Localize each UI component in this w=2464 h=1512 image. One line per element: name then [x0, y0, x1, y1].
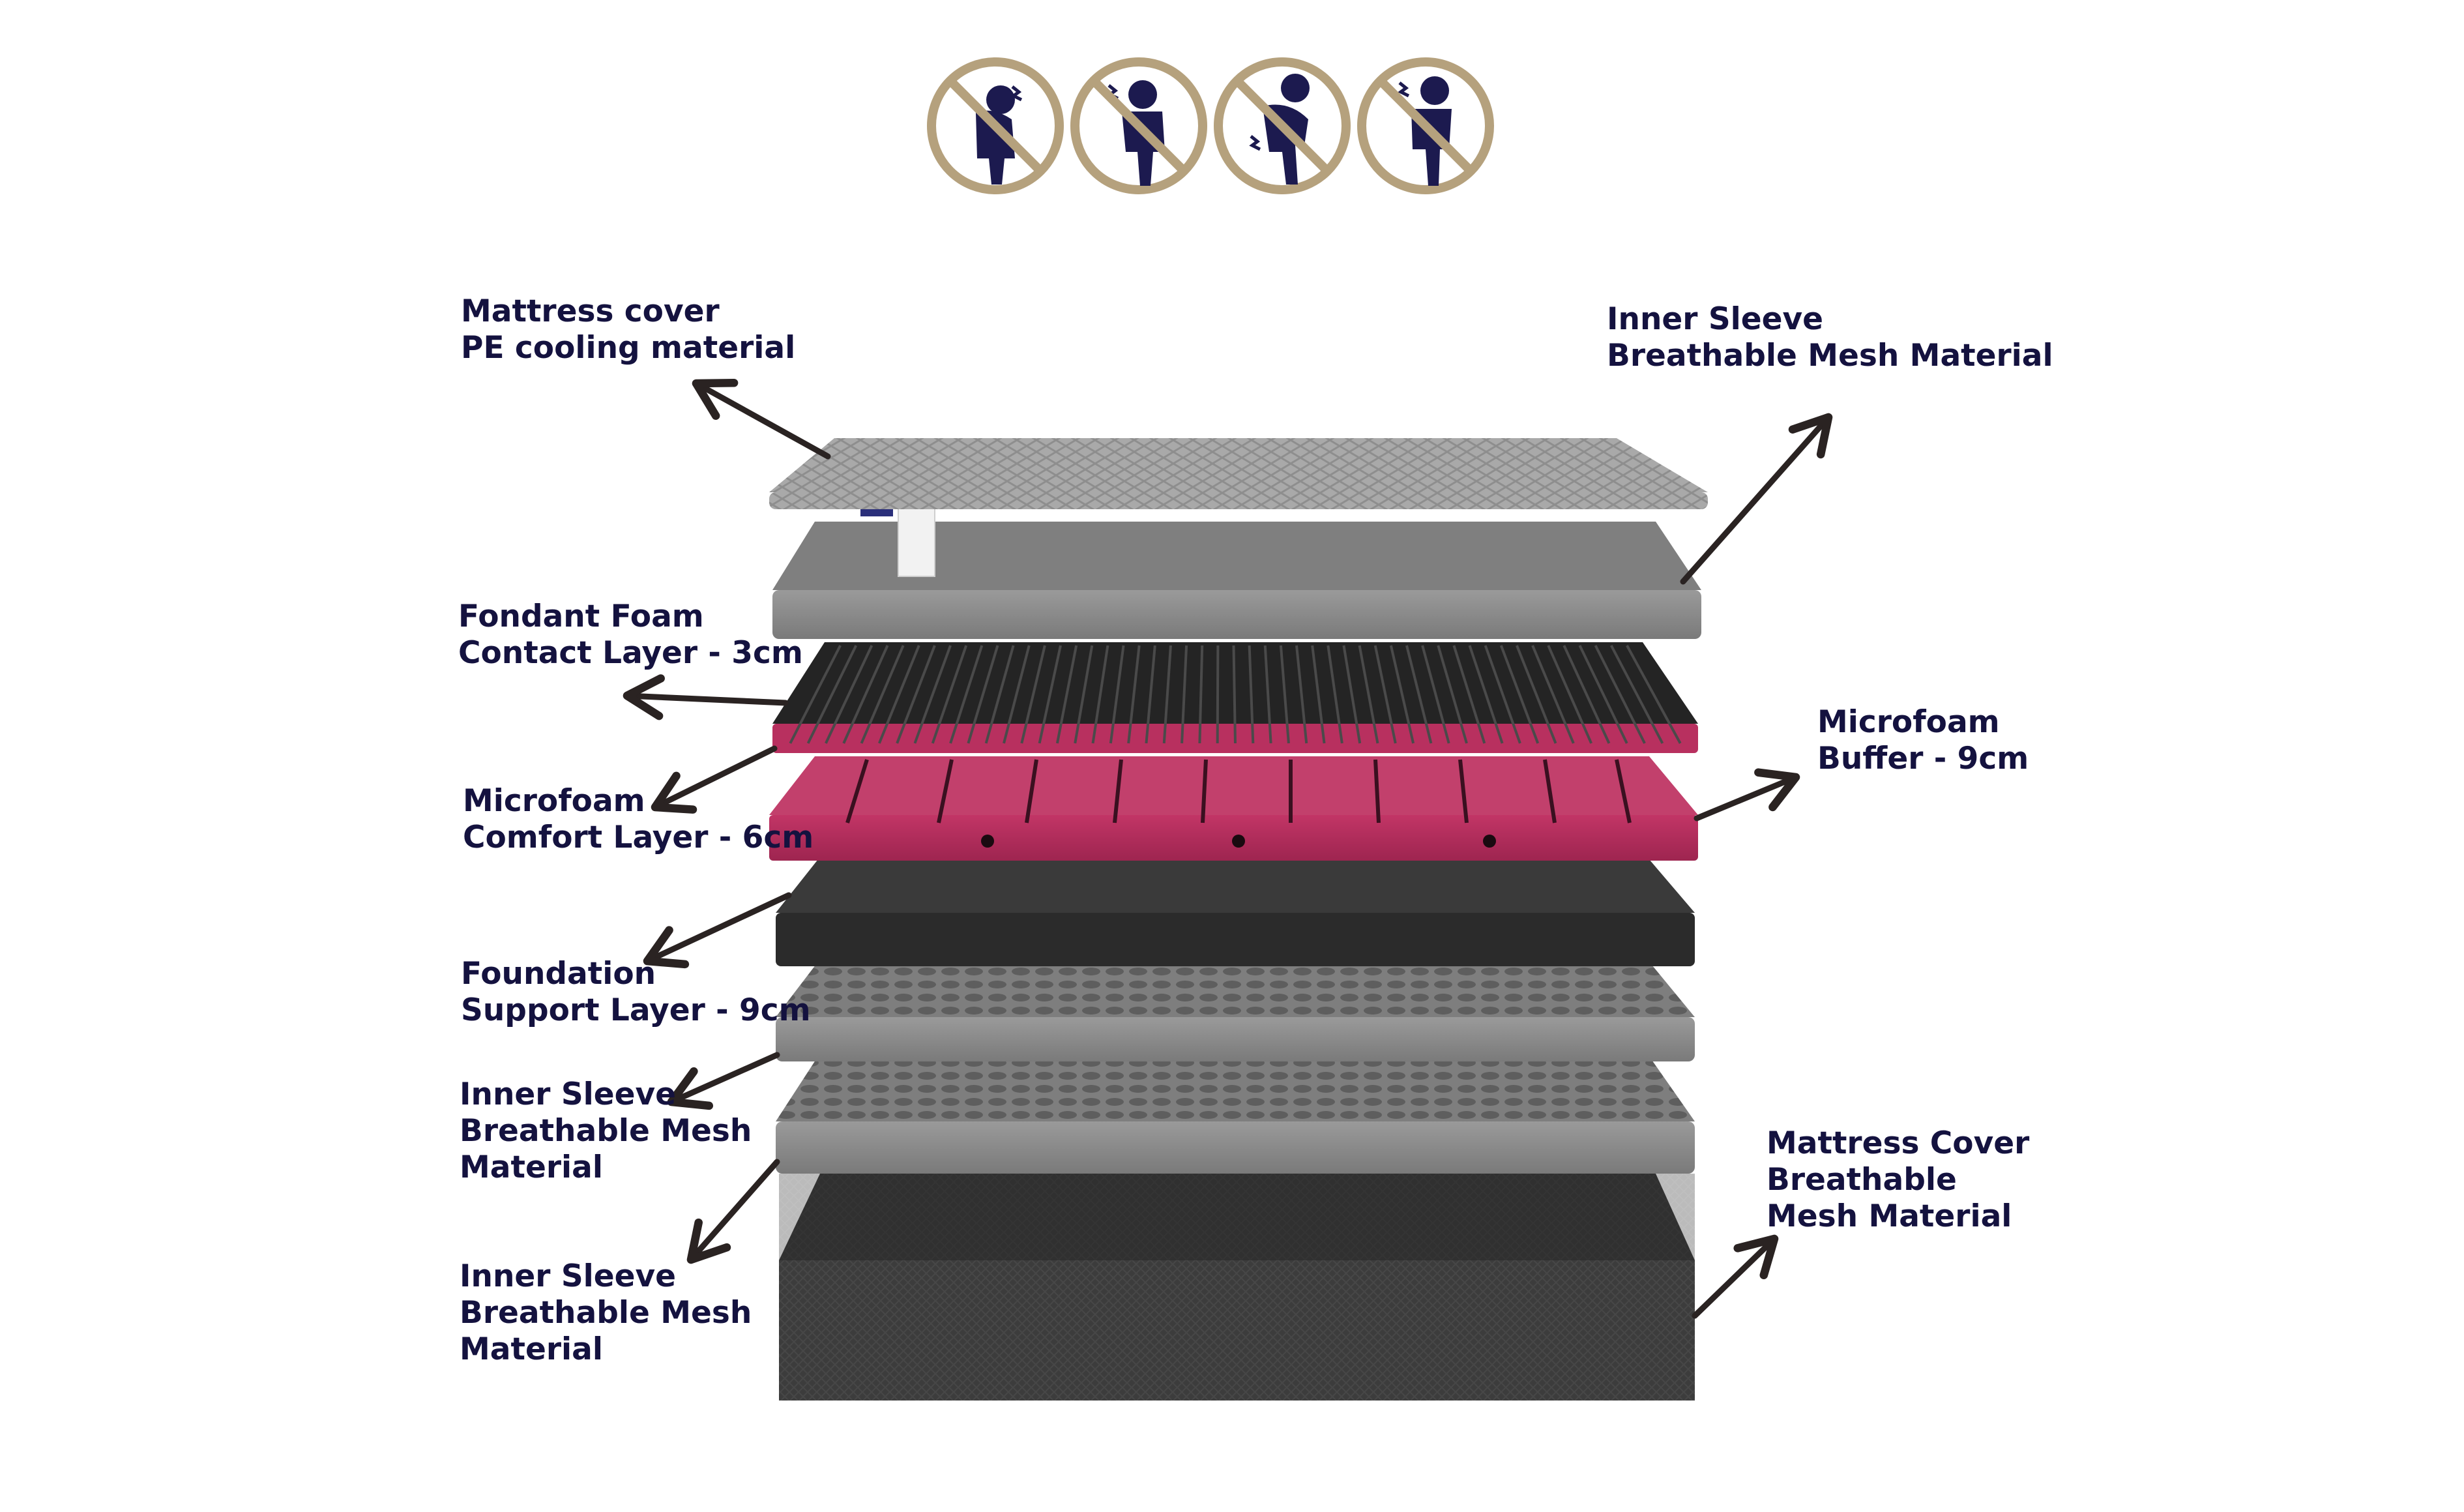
- foam-rib: [1389, 645, 1415, 744]
- arrow-microfoam-comfort: [651, 745, 778, 814]
- foam-rib: [1091, 645, 1109, 744]
- foam-rib: [1003, 645, 1031, 744]
- foam-rib: [1373, 645, 1397, 744]
- arrow-foundation: [643, 892, 792, 969]
- foam-rib: [1531, 645, 1575, 744]
- foam-rib: [825, 645, 873, 744]
- foam-rib: [1198, 645, 1204, 744]
- foam-rib: [1074, 645, 1094, 744]
- foam-rib: [1516, 645, 1557, 744]
- foam-rib: [1342, 645, 1362, 744]
- foam-rib: [967, 645, 999, 744]
- foam-rib: [1248, 645, 1255, 744]
- foundation-support-layer: [776, 859, 1695, 966]
- foam-rib: [1358, 645, 1379, 744]
- foam-rib: [1162, 645, 1172, 744]
- fondant-foam-contact-layer: [772, 642, 1698, 753]
- foam-rib: [860, 645, 905, 744]
- foam-rib: [1020, 645, 1046, 744]
- foam-rib: [1626, 645, 1682, 744]
- foam-rib: [1405, 645, 1433, 744]
- no-back-pain-icon: [1214, 57, 1351, 194]
- foam-rib: [1145, 645, 1156, 744]
- foam-rib: [1232, 645, 1237, 744]
- foam-rib: [984, 645, 1015, 744]
- foam-rib: [1547, 645, 1592, 744]
- arrow-cover-bottom: [1692, 1234, 1779, 1319]
- foam-rib: [1109, 645, 1125, 744]
- foam-rib: [1499, 645, 1540, 744]
- no-shoulder-pain-icon: [1070, 57, 1207, 194]
- callout-arrows: [623, 378, 1833, 1319]
- foam-rib: [1327, 645, 1343, 744]
- foam-rib: [931, 645, 968, 744]
- mattress-cover-base: [779, 1174, 1695, 1401]
- foam-rib: [806, 645, 858, 744]
- foam-rib: [789, 645, 842, 744]
- foam-rib: [1484, 645, 1521, 744]
- foam-rib: [1181, 645, 1188, 744]
- foam-rib: [1279, 645, 1290, 744]
- foam-rib: [842, 645, 889, 744]
- arrow-microfoam-buffer: [1694, 768, 1800, 822]
- foam-rib: [1038, 645, 1062, 744]
- foam-rib: [1055, 645, 1078, 744]
- arrow-fondant: [623, 674, 789, 720]
- foam-rib: [877, 645, 920, 744]
- foam-rib: [1263, 645, 1272, 744]
- mattress-cover-top-layer: [769, 438, 1708, 509]
- arrow-inner-sleeve-mid: [667, 1052, 780, 1110]
- no-chest-pain-icon: [1357, 57, 1494, 194]
- inner-sleeve-top-layer: [772, 503, 1701, 639]
- foam-rib: [1437, 645, 1468, 744]
- foam-rib: [896, 645, 936, 744]
- arrow-cover-top: [692, 378, 831, 460]
- no-neck-pain-icon: [927, 57, 1064, 194]
- foam-rib: [1468, 645, 1504, 744]
- inner-sleeve-middle-layer: [776, 962, 1695, 1061]
- foam-rib: [1609, 645, 1664, 744]
- foam-rib: [1594, 645, 1646, 744]
- inner-sleeve-lower-layer: [776, 1056, 1695, 1174]
- arrow-inner-sleeve-top: [1680, 413, 1833, 585]
- foam-rib: [913, 645, 952, 744]
- care-label-icon: [898, 503, 935, 577]
- microfoam-comfort-layer: [769, 756, 1698, 861]
- arrow-inner-sleeve-low: [686, 1159, 780, 1264]
- foam-rib: [1578, 645, 1628, 744]
- foam-rib: [1127, 645, 1141, 744]
- foam-rib: [1562, 645, 1611, 744]
- foam-rib: [1452, 645, 1486, 744]
- foam-rib: [1295, 645, 1308, 744]
- foam-rib: [1421, 645, 1450, 744]
- foam-rib: [1311, 645, 1326, 744]
- foam-rib: [949, 645, 984, 744]
